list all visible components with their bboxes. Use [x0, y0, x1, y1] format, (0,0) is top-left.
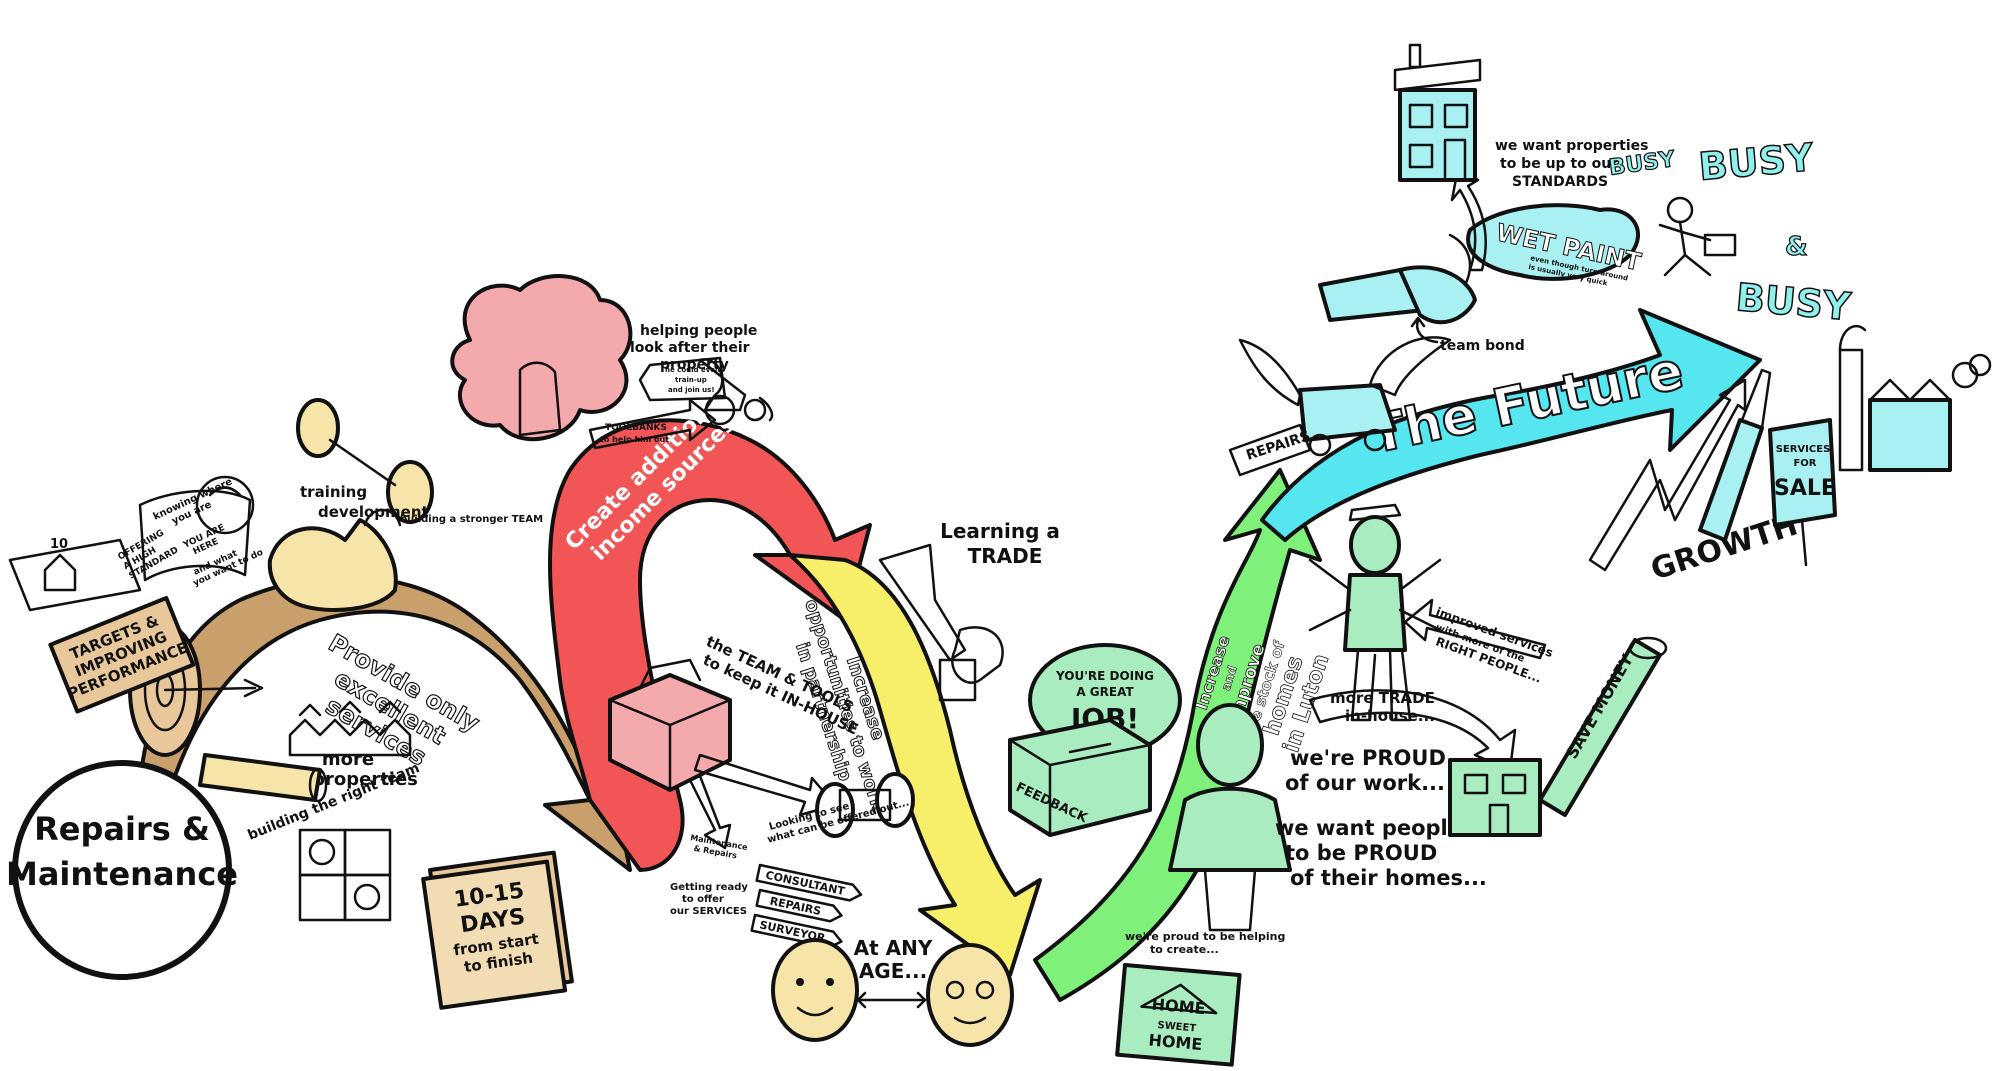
services-sale-3: SALE	[1774, 476, 1836, 501]
running-man-icon	[1658, 196, 1737, 277]
more-properties-2: properties	[312, 769, 418, 790]
start-title-1: Repairs &	[34, 810, 210, 848]
standards-3: STANDARDS	[1512, 174, 1608, 190]
getting-ready-2: to offer	[682, 894, 724, 905]
trade-inhouse-1: more TRADE	[1330, 689, 1435, 707]
thinking-person-icon	[450, 274, 633, 442]
house-map-icon: 10	[8, 537, 142, 612]
proud-homes-3: of their homes...	[1290, 866, 1487, 890]
arrow-green-increase-homes	[1033, 468, 1322, 1002]
toolbox-icon	[608, 658, 732, 792]
train-up-1: he could even	[665, 366, 720, 374]
trade-inhouse-2: in-house...	[1345, 707, 1435, 725]
young-face-icon	[771, 938, 859, 1042]
toolbanks-2: to help him out	[600, 435, 669, 444]
repairs-flag	[1228, 423, 1312, 477]
team-blocks-icon	[298, 828, 392, 922]
tools-to-services-arrow	[688, 774, 732, 850]
learning-1: Learning a	[940, 519, 1060, 543]
standards-1: we want properties	[1495, 138, 1649, 154]
train-up-2: train-up	[675, 376, 707, 384]
any-age-2: AGE...	[859, 959, 927, 983]
binoculars-icon	[815, 772, 915, 838]
wet-paint-splash	[1466, 203, 1641, 281]
multi-arm-worker-icon	[1308, 503, 1442, 722]
services-sale-sign	[1768, 418, 1837, 567]
development-label: development	[318, 503, 429, 521]
more-properties-1: more	[322, 749, 374, 770]
home-sweet-home-sign: HOME SWEET HOME	[1115, 963, 1242, 1067]
proud-homes-1: we want people	[1275, 816, 1462, 840]
dumbbell-icon	[296, 398, 434, 524]
start-circle	[12, 760, 232, 980]
handshake-icon	[1318, 233, 1477, 325]
services-sale-2: FOR	[1793, 458, 1816, 469]
old-face-icon	[926, 943, 1014, 1047]
doing-great-2: A GREAT	[1076, 685, 1134, 699]
arrow-cyan-label: The Future	[1364, 341, 1688, 466]
toolbanks-1: TOOLBANKS	[605, 423, 667, 433]
any-age-1: At ANY	[854, 936, 933, 960]
svg-text:HOME: HOME	[1151, 995, 1206, 1019]
lawnmower-icon	[698, 358, 774, 426]
busy-2: BUSY	[1697, 135, 1816, 189]
improved-arrow	[1403, 598, 1547, 660]
proud-work-2: of our work...	[1285, 771, 1445, 795]
doing-great-1: YOU'RE DOING	[1055, 669, 1154, 683]
helping-text-1: helping people	[640, 323, 757, 339]
age-double-arrow	[856, 991, 927, 1009]
painter-icon	[878, 543, 1004, 702]
scroll-icon	[198, 753, 328, 803]
training-label: training	[300, 483, 367, 501]
proud-create-1: we're proud to be helping	[1125, 930, 1285, 943]
getting-ready-1: Getting ready	[670, 882, 748, 893]
svg-text:SWEET: SWEET	[1157, 1020, 1197, 1034]
proud-homes-2: to be PROUD	[1285, 841, 1437, 865]
getting-ready-3: our SERVICES	[670, 906, 747, 917]
factory-icon	[1838, 324, 1992, 472]
feedback-box	[1008, 718, 1152, 837]
you-are-here-map	[138, 475, 255, 582]
repairs-tag: REPAIRS	[755, 888, 843, 923]
stronger-team-label: building a stronger TEAM	[400, 514, 543, 525]
standards-2: to be up to our	[1500, 156, 1618, 172]
shop-building-icon	[1448, 758, 1542, 837]
services-sale-1: SERVICES	[1776, 444, 1831, 455]
paint-brush-icon	[1698, 368, 1772, 542]
proud-create-2: to create...	[1150, 943, 1219, 956]
proud-man-icon	[1168, 703, 1292, 932]
busy-3: BUSY	[1734, 275, 1853, 329]
targets-sign: TARGETS & IMPROVING PERFORMANCE	[48, 595, 196, 714]
learning-2: TRADE	[968, 544, 1043, 568]
money-roll-icon	[1538, 636, 1668, 817]
calendar-days: 10-15 DAYS from start to finish	[421, 850, 574, 1010]
svg-text:10: 10	[50, 537, 68, 552]
house-icon	[1393, 43, 1482, 182]
growth-zigzag-arrow	[1588, 378, 1747, 572]
team-bond-arrow	[1410, 316, 1439, 344]
busy-amp: &	[1785, 232, 1808, 262]
winged-van-icon	[1238, 336, 1452, 457]
train-up-3: and join us!	[668, 386, 715, 394]
start-title-2: Maintenance	[6, 855, 238, 893]
flexing-arm-icon	[267, 508, 402, 612]
svg-text:HOME: HOME	[1148, 1030, 1203, 1054]
houses-icon	[288, 700, 412, 757]
arrow-yellow-partnership	[788, 553, 1042, 977]
arrow-cyan-the-future	[1260, 308, 1762, 542]
proud-work-1: we're PROUD	[1290, 746, 1446, 770]
helping-text-2: look after their	[630, 340, 750, 356]
toolbanks-arrow	[588, 398, 717, 450]
team-bond-label: team bond	[1440, 338, 1525, 354]
